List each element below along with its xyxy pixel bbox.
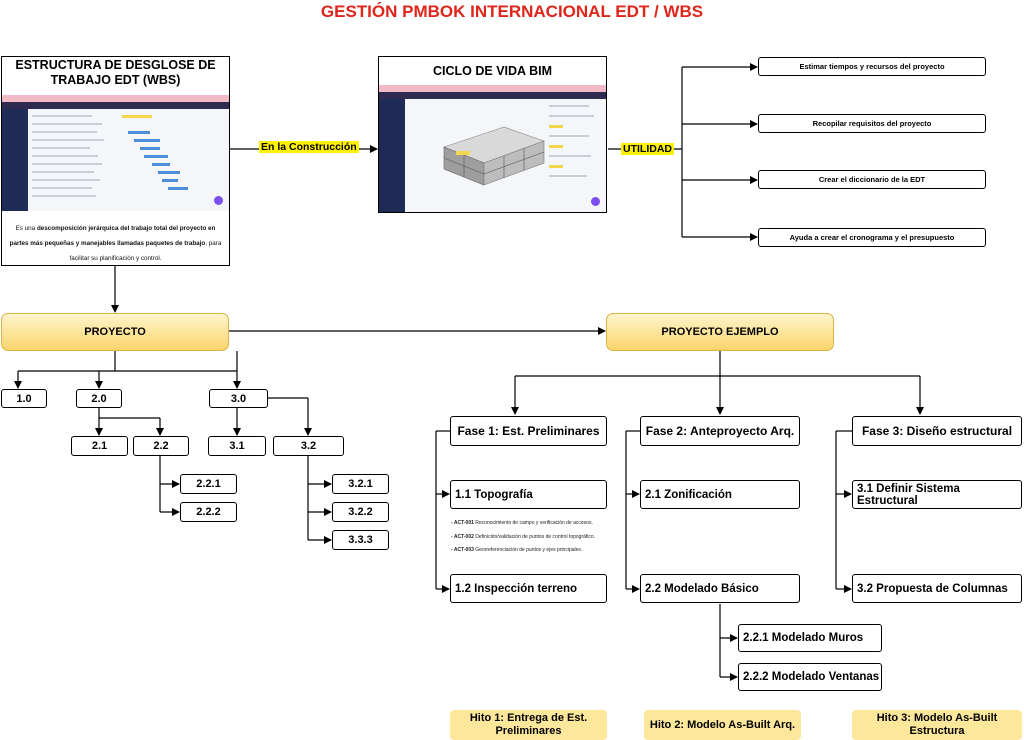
- wbs-node-3-2-2: 3.2.2: [332, 502, 389, 522]
- utility-label: UTILIDAD: [621, 143, 674, 155]
- wbs-node-3-2: 3.2: [273, 436, 344, 456]
- item-zonificacion: 2.1 Zonificación: [640, 480, 800, 509]
- project-node: PROYECTO: [1, 313, 229, 351]
- utility-box: Recopilar requisitos del proyecto: [758, 114, 986, 133]
- utility-box: Estimar tiempos y recursos del proyecto: [758, 57, 986, 76]
- example-project-node: PROYECTO EJEMPLO: [606, 313, 834, 351]
- wbs-node-3-1: 3.1: [208, 436, 266, 456]
- phase-3-node: Fase 3: Diseño estructural: [852, 416, 1022, 446]
- wbs-node-3-0: 3.0: [209, 389, 268, 408]
- item-inspeccion: 1.2 Inspección terreno: [450, 574, 607, 603]
- wbs-description: Es una descomposición jerárquica del tra…: [9, 225, 222, 262]
- phase-2-node: Fase 2: Anteproyecto Arq.: [640, 416, 800, 446]
- item-topografia: 1.1 Topografía: [450, 480, 607, 509]
- activity-list: - ACT-001 Reconocimiento de campo y veri…: [451, 517, 621, 558]
- wbs-panel-title: ESTRUCTURA DE DESGLOSE DE TRABAJO EDT (W…: [15, 58, 216, 87]
- utility-box: Crear el diccionario de la EDT: [758, 170, 986, 189]
- activity-item: - ACT-001 Reconocimiento de campo y veri…: [451, 520, 593, 526]
- bim-screenshot: [379, 85, 606, 212]
- item-sistema-estructural: 3.1 Definir Sistema Estructural: [852, 480, 1022, 509]
- bim-panel: CICLO DE VIDA BIM: [378, 56, 607, 213]
- construction-label: En la Construcción: [259, 141, 359, 153]
- bim-panel-title: CICLO DE VIDA BIM: [433, 64, 552, 78]
- item-modelado-ventanas: 2.2.2 Modelado Ventanas: [738, 663, 882, 691]
- activity-item: - ACT-002 Definición/validación de punto…: [451, 533, 596, 540]
- wbs-node-3-2-1: 3.2.1: [332, 474, 389, 494]
- milestone-1: Hito 1: Entrega de Est. Preliminares: [450, 710, 607, 740]
- milestone-2: Hito 2: Modelo As-Built Arq.: [644, 710, 801, 740]
- building-model-icon: [443, 126, 545, 186]
- wbs-node-2-2-2: 2.2.2: [180, 502, 237, 522]
- milestone-3: Hito 3: Modelo As-Built Estructura: [852, 710, 1022, 740]
- item-propuesta-columnas: 3.2 Propuesta de Columnas: [852, 574, 1022, 603]
- wbs-node-2-2: 2.2: [133, 436, 189, 456]
- utility-box: Ayuda a crear el cronograma y el presupu…: [758, 228, 986, 247]
- wbs-node-2-2-1: 2.2.1: [180, 474, 237, 494]
- wbs-node-2-1: 2.1: [71, 436, 128, 456]
- wbs-node-1-0: 1.0: [1, 389, 47, 408]
- page-title: GESTIÓN PMBOK INTERNACIONAL EDT / WBS: [320, 2, 704, 21]
- wbs-panel: ESTRUCTURA DE DESGLOSE DE TRABAJO EDT (W…: [1, 56, 230, 266]
- wbs-node-2-0: 2.0: [76, 389, 122, 408]
- activity-item: - ACT-003 Georreferenciación de puntos y…: [451, 547, 583, 553]
- phase-1-node: Fase 1: Est. Preliminares: [450, 416, 607, 446]
- item-modelado-muros: 2.2.1 Modelado Muros: [738, 624, 882, 652]
- item-modelado-basico: 2.2 Modelado Básico: [640, 574, 800, 603]
- wbs-node-3-3-3: 3.3.3: [332, 530, 389, 550]
- wbs-screenshot: [2, 95, 229, 211]
